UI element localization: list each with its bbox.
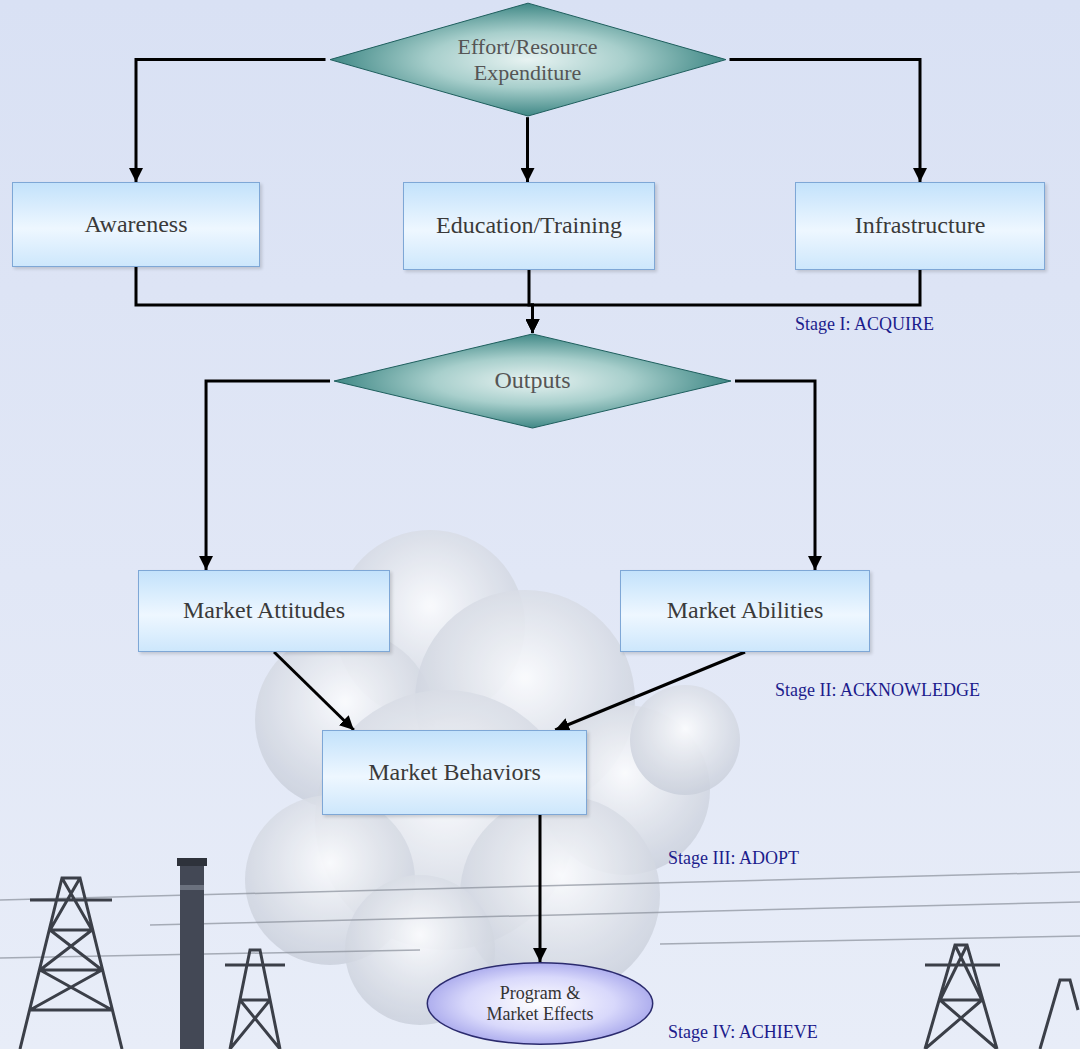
flow-arrow [735, 381, 815, 570]
node-label: Market Abilities [667, 597, 824, 625]
node-text-group: Awareness [84, 211, 187, 239]
flow-arrow [136, 60, 326, 182]
outcome-ellipse: Program & Market Effects [425, 962, 655, 1045]
process-box: Market Abilities [620, 570, 870, 652]
flow-arrow [206, 381, 330, 570]
smokestack [177, 858, 207, 866]
node-text-group: Market Attitudes [183, 597, 345, 625]
flow-arrow [274, 652, 354, 730]
node-label: Education/Training [436, 212, 622, 240]
transmission-tower [1040, 980, 1078, 1049]
process-box: Education/Training [403, 182, 655, 270]
node-text-group: Outputs [494, 367, 570, 395]
process-box: Infrastructure [795, 182, 1045, 270]
transmission-tower [20, 878, 1078, 1049]
flow-arrow [555, 652, 745, 730]
decision-diamond: Effort/Resource Expenditure [326, 2, 730, 117]
stage-label: Stage IV: ACHIEVE [668, 1022, 818, 1043]
process-box: Market Attitudes [138, 570, 390, 652]
stage-label: Stage II: ACKNOWLEDGE [775, 680, 980, 701]
smokestack [180, 862, 204, 1049]
stage-label: Stage I: ACQUIRE [795, 314, 934, 335]
flow-arrow [526, 117, 529, 182]
transmission-tower [925, 945, 1000, 1049]
flow-arrow [539, 815, 542, 962]
transmission-tower [225, 950, 285, 1049]
node-label: Infrastructure [855, 212, 986, 240]
smokestack [177, 858, 207, 1049]
node-label: Effort/Resource Expenditure [433, 34, 623, 85]
node-label: Market Behaviors [368, 759, 541, 787]
process-box: Market Behaviors [322, 730, 587, 815]
node-text-group: Effort/Resource Expenditure [433, 34, 623, 85]
node-label: Program & Market Effects [475, 983, 605, 1024]
flow-arrow [136, 267, 533, 333]
diamond-outline [330, 3, 726, 116]
node-text-group: Program & Market Effects [475, 983, 605, 1024]
power-wires [660, 936, 1080, 944]
smokestack [180, 885, 204, 890]
transmission-tower [20, 878, 122, 1049]
ellipse-outline [427, 963, 652, 1044]
node-text-group: Education/Training [436, 212, 622, 240]
node-text-group: Market Behaviors [368, 759, 541, 787]
stage-label: Stage III: ADOPT [668, 848, 799, 869]
power-wires [150, 902, 1080, 925]
decision-diamond: Outputs [330, 333, 735, 429]
node-label: Outputs [494, 367, 570, 395]
node-text-group: Infrastructure [855, 212, 986, 240]
flow-arrow [730, 60, 921, 182]
node-text-group: Market Abilities [667, 597, 824, 625]
smoke-cloud [630, 685, 740, 795]
node-label: Market Attitudes [183, 597, 345, 625]
node-label: Awareness [84, 211, 187, 239]
diamond-outline [334, 334, 731, 428]
process-box: Awareness [12, 182, 260, 267]
